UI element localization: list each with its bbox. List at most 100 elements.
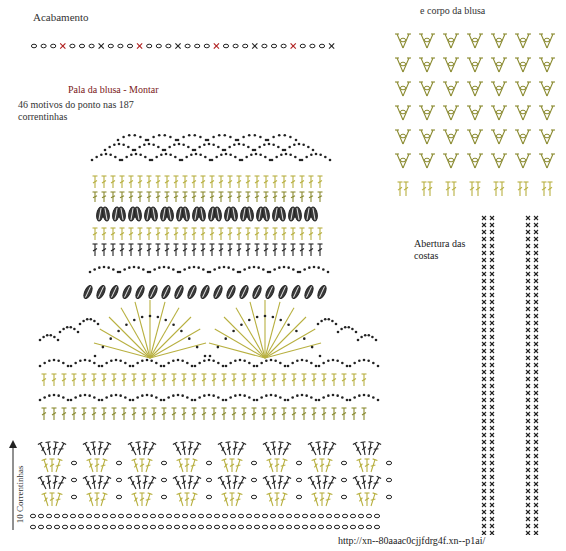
double-crochet	[138, 228, 143, 240]
double-crochet	[365, 459, 370, 472]
single-crochet	[526, 349, 530, 353]
puff-stitch	[277, 284, 289, 299]
chain-stitch	[448, 38, 453, 42]
double-crochet	[281, 476, 291, 490]
single-crochet	[534, 461, 538, 465]
chain-dot	[232, 330, 235, 333]
single-crochet	[534, 321, 538, 325]
chain-dot	[177, 394, 180, 397]
single-crochet	[534, 216, 538, 220]
chain-dot	[62, 328, 65, 331]
double-crochet	[212, 408, 217, 420]
single-crochet	[526, 524, 530, 528]
chain-dot	[301, 394, 304, 397]
double-crochet	[312, 493, 321, 507]
chain-dot	[346, 399, 349, 402]
double-crochet	[237, 192, 242, 202]
double-crochet	[165, 176, 170, 188]
chain-dot	[253, 266, 256, 269]
double-crochet	[267, 493, 276, 507]
chain-stitch	[246, 514, 251, 518]
single-crochet	[526, 433, 530, 437]
chain-dot	[275, 156, 278, 159]
double-crochet	[92, 408, 97, 420]
v-stitch	[467, 58, 483, 72]
double-crochet	[102, 228, 107, 240]
puff-stitch	[294, 207, 303, 222]
chain-dot	[70, 326, 73, 329]
v-stitch	[419, 82, 435, 96]
double-crochet	[185, 493, 190, 506]
chain-dot	[301, 159, 304, 162]
chain-dot	[271, 159, 274, 162]
chain-dot	[133, 266, 136, 269]
chain-dot	[224, 134, 227, 137]
chain-dot	[165, 153, 168, 156]
single-crochet	[490, 405, 494, 409]
double-crochet	[228, 244, 233, 256]
chain-stitch	[161, 495, 166, 499]
double-crochet	[292, 374, 297, 386]
double-crochet	[273, 192, 278, 202]
chain-stitch	[278, 514, 283, 518]
double-crochet	[183, 176, 188, 188]
chain-dot	[260, 362, 263, 365]
single-crochet	[490, 370, 494, 374]
chain-dot	[53, 394, 56, 397]
single-crochet	[482, 349, 486, 353]
chain-dot	[39, 339, 42, 342]
double-crochet	[263, 442, 273, 456]
chain-stitch	[142, 514, 147, 518]
chain-dot	[150, 394, 153, 397]
chain-dot	[243, 394, 246, 397]
v-stitch	[539, 82, 555, 96]
double-crochet	[45, 476, 52, 490]
chain-stitch	[424, 134, 429, 138]
single-crochet	[490, 517, 494, 521]
chain-stitch	[374, 514, 379, 518]
chain-stitch	[472, 110, 477, 114]
chain-dot	[341, 396, 344, 399]
chain-dot	[181, 360, 184, 363]
chain-dot	[62, 362, 65, 365]
chain-stitch	[195, 44, 200, 48]
double-crochet	[50, 493, 55, 506]
chain-dot	[79, 360, 82, 363]
chain-dot	[167, 396, 170, 399]
single-crochet	[534, 251, 538, 255]
single-crochet	[526, 475, 530, 479]
double-crochet	[342, 408, 347, 420]
chain-dot	[186, 396, 189, 399]
single-crochet	[482, 510, 486, 514]
chain-stitch	[326, 525, 331, 529]
chain-dot	[274, 360, 277, 363]
double-crochet	[322, 476, 329, 490]
chain-stitch	[254, 514, 259, 518]
chain-dot	[74, 362, 77, 365]
chain-dot	[265, 360, 268, 363]
chain-stitch	[342, 514, 347, 518]
double-crochet	[50, 459, 55, 472]
single-crochet	[534, 307, 538, 311]
chain-stitch	[86, 514, 91, 518]
double-crochet	[318, 176, 323, 188]
chain-dot	[256, 316, 259, 319]
double-crochet	[273, 244, 278, 256]
single-crochet	[526, 251, 530, 255]
chain-stitch	[544, 38, 549, 42]
chain-stitch	[286, 525, 291, 529]
chain-dot	[217, 346, 220, 349]
chain-stitch	[246, 525, 251, 529]
chain-dot	[149, 271, 152, 274]
double-crochet	[282, 408, 287, 420]
chain-dot	[269, 271, 272, 274]
double-crochet	[315, 442, 322, 456]
puff-stitch	[310, 207, 319, 222]
chain-dot	[377, 365, 380, 368]
double-crochet	[152, 408, 157, 420]
chain-dot	[164, 134, 167, 137]
chain-dot	[260, 396, 263, 399]
double-crochet	[202, 408, 207, 420]
puff-stitch	[182, 207, 191, 222]
double-crochet	[357, 493, 366, 507]
